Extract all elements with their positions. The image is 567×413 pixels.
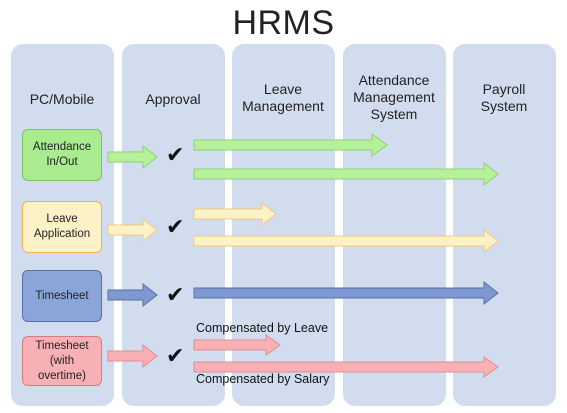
input-timesheet: Timesheet [22,270,102,322]
arrow-attendance-to-attendance-mgmt [193,133,388,157]
check-icon: ✔ [166,344,185,369]
arrow-timesheet-to-payroll [193,280,499,306]
diagram-title: HRMS [232,4,335,42]
check-icon: ✔ [166,283,185,308]
arrow-timesheet-to-approval [107,282,158,308]
arrow-attendance-to-payroll [193,161,499,187]
arrow-overtime-to-approval [107,343,158,369]
caption-compensated-by-leave: Compensated by Leave [196,321,329,335]
column-payroll [453,44,556,406]
caption-compensated-by-salary: Compensated by Salary [196,372,330,386]
check-icon: ✔ [166,215,185,240]
check-icon: ✔ [166,143,185,168]
arrow-leave-to-leave-mgmt [193,201,277,227]
arrow-leave-to-approval [107,217,158,243]
column-label-approval: Approval [145,91,201,107]
column-label-pc-mobile: PC/Mobile [29,91,95,107]
arrow-attendance-to-approval [107,144,158,170]
column-attendance-mgmt [343,44,446,406]
arrow-overtime-to-payroll [193,356,499,378]
arrow-leave-to-payroll [193,228,499,254]
arrow-overtime-to-leave-mgmt [193,334,281,356]
